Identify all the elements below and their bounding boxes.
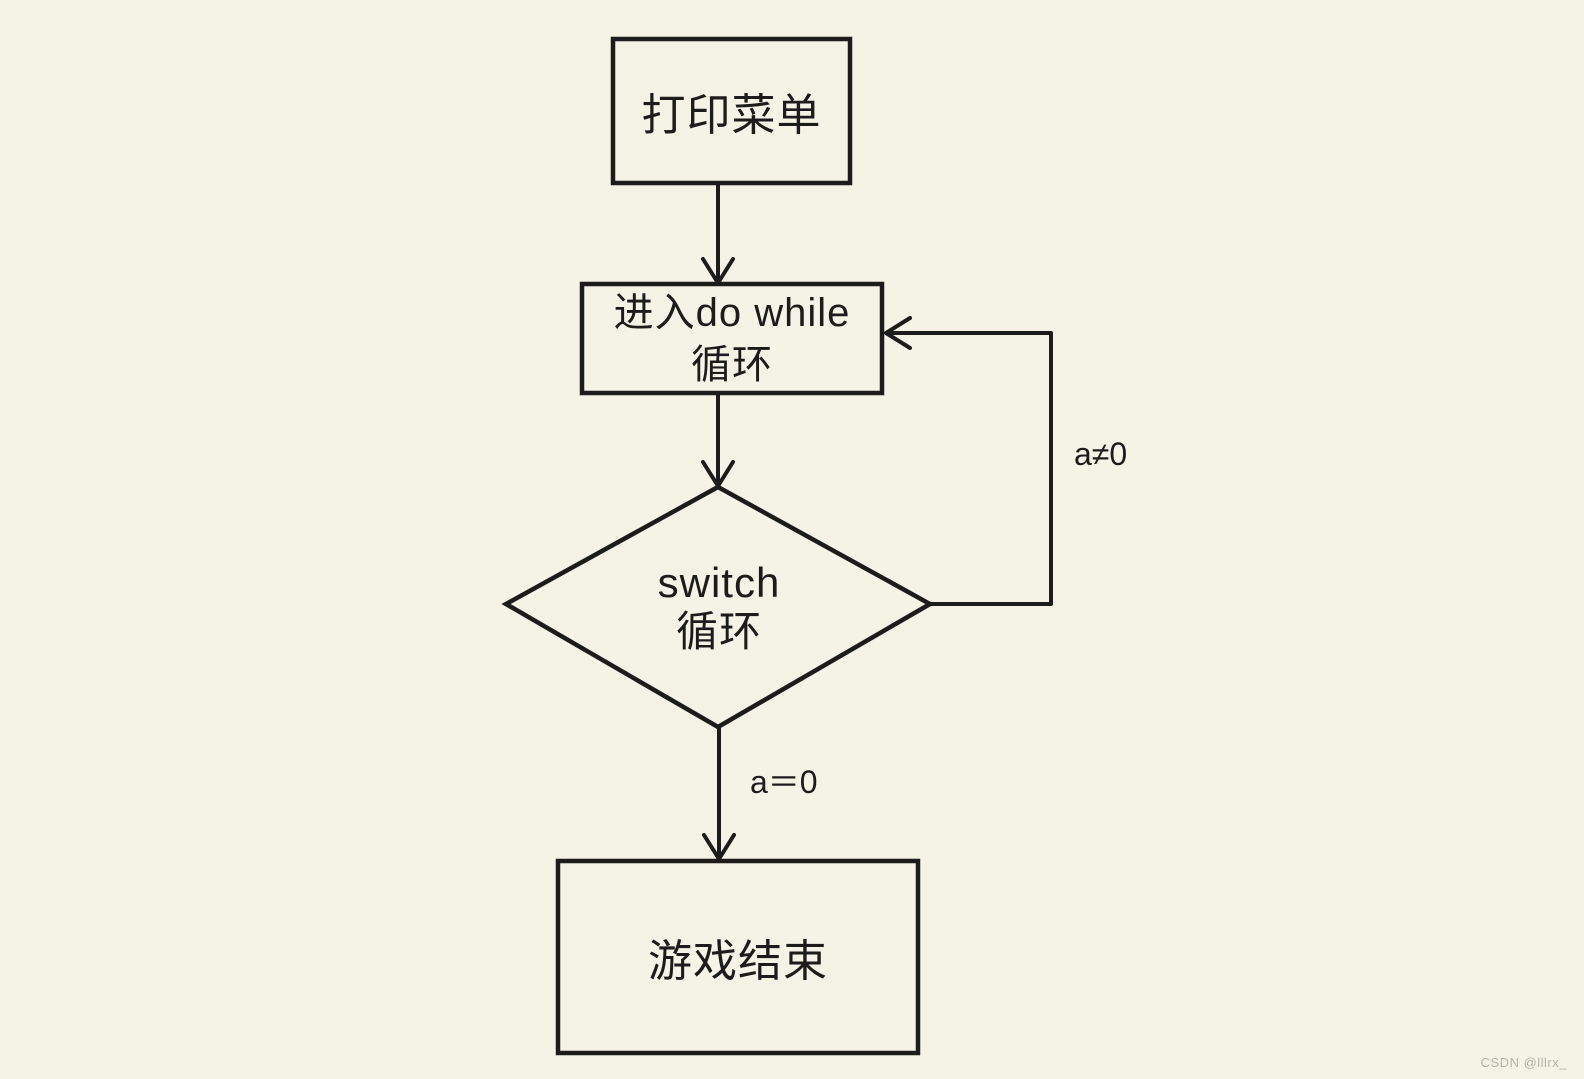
do-while-box bbox=[579, 281, 885, 396]
print-menu-box bbox=[610, 36, 853, 186]
game-over-label: 游戏结束 bbox=[558, 861, 918, 1053]
switch-text-line2: 循环 bbox=[675, 608, 762, 655]
do-while-label: 进入do while 循环 bbox=[582, 284, 882, 393]
print-menu-text: 打印菜单 bbox=[641, 91, 822, 140]
do-while-text-line2: 循环 bbox=[691, 342, 773, 387]
edge-label-a-not-equal-0: a≠0 bbox=[1074, 436, 1128, 472]
switch-diamond bbox=[501, 484, 935, 730]
print-menu-label: 打印菜单 bbox=[613, 39, 850, 183]
edge-loopback bbox=[886, 331, 1053, 606]
csdn-watermark: CSDN @lllrx_ bbox=[1480, 1055, 1567, 1070]
arrowhead-loopback bbox=[884, 316, 912, 350]
game-over-text: 游戏结束 bbox=[648, 937, 828, 986]
do-while-text-line1: 进入do while bbox=[613, 290, 851, 335]
switch-decision-label: switch 循环 bbox=[508, 487, 930, 727]
edge-label-a-equals-0: a＝0 bbox=[750, 764, 818, 800]
switch-text-line1: switch bbox=[657, 559, 781, 606]
game-over-box bbox=[555, 858, 921, 1056]
